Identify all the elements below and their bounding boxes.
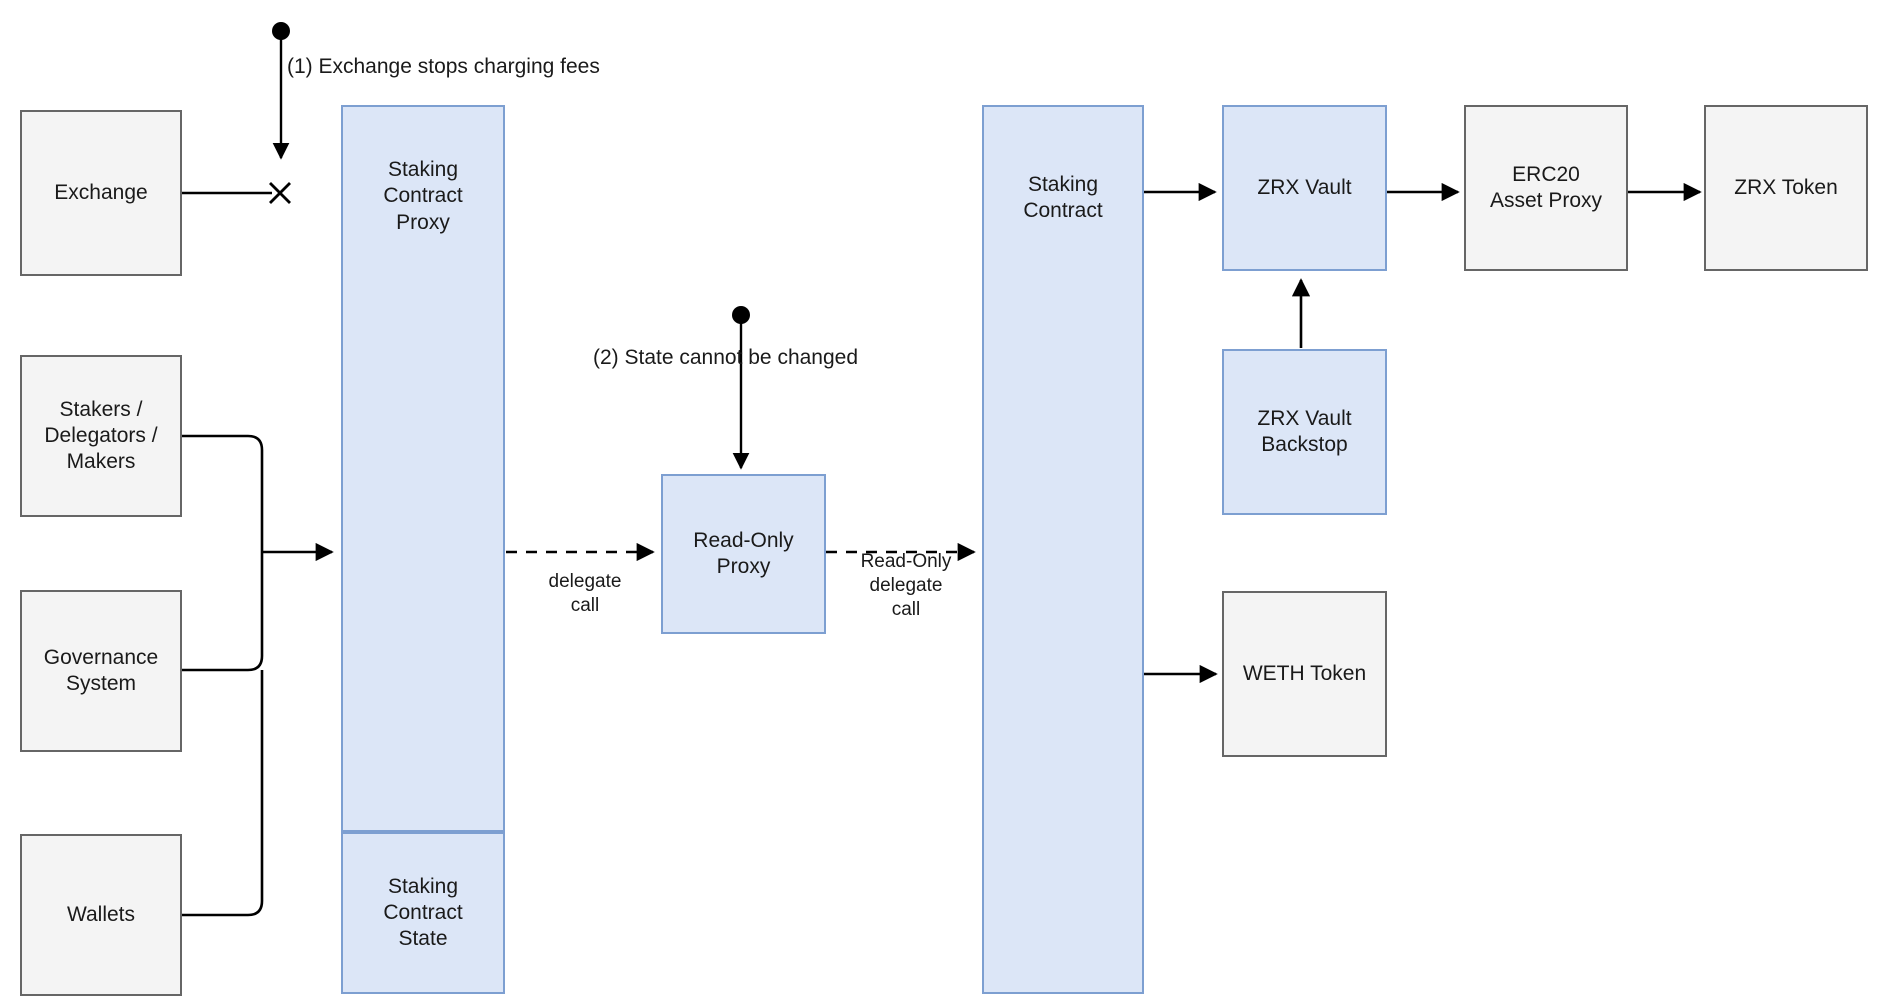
node-governance-system[interactable]: Governance System: [20, 590, 182, 752]
node-zrx-vault-backstop[interactable]: ZRX Vault Backstop: [1222, 349, 1387, 515]
edge-label-delegate-call: delegate call: [548, 571, 622, 616]
node-wallets[interactable]: Wallets: [20, 834, 182, 996]
node-staking-contract-proxy[interactable]: Staking Contract Proxy: [341, 105, 505, 832]
annotation-1-pointer: [272, 22, 290, 160]
edge-label-readonly-delegate-call: Read-Only delegate call: [860, 551, 952, 620]
annotation-2-pointer: [732, 306, 750, 470]
node-staking-contract-state[interactable]: Staking Contract State: [341, 832, 505, 994]
annotation-2-label: (2) State cannot be changed: [593, 346, 859, 369]
node-read-only-proxy[interactable]: Read-Only Proxy: [661, 474, 826, 634]
node-exchange[interactable]: Exchange: [20, 110, 182, 276]
edge-exchange-to-staking-proxy-blocked: [182, 182, 291, 204]
node-zrx-vault[interactable]: ZRX Vault: [1222, 105, 1387, 271]
node-erc20-asset-proxy[interactable]: ERC20 Asset Proxy: [1464, 105, 1628, 271]
node-stakers-delegators-makers[interactable]: Stakers / Delegators / Makers: [20, 355, 182, 517]
node-staking-contract[interactable]: Staking Contract: [982, 105, 1144, 994]
edge-users-bus-to-staking-proxy: [182, 434, 334, 917]
node-weth-token[interactable]: WETH Token: [1222, 591, 1387, 757]
node-zrx-token[interactable]: ZRX Token: [1704, 105, 1868, 271]
annotation-1-label: (1) Exchange stops charging fees: [287, 55, 600, 78]
